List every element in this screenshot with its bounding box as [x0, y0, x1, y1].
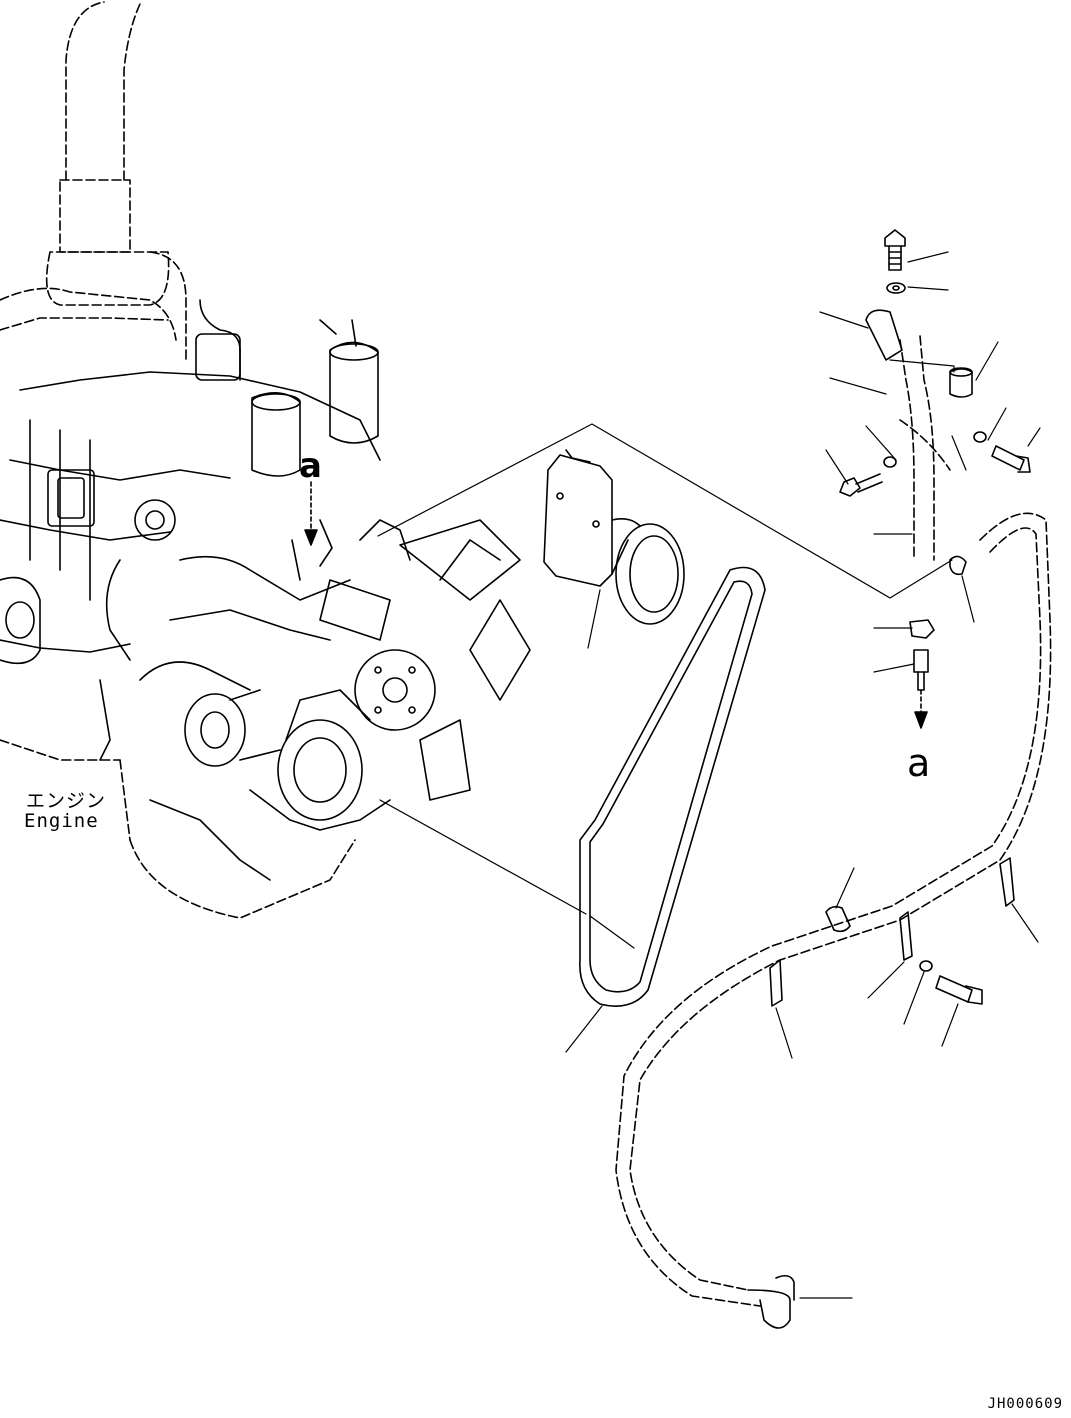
lower-spacer — [825, 905, 851, 933]
right-washer — [973, 431, 987, 443]
connection-marker-engine: a — [299, 446, 322, 486]
connection-marker-hose: a — [907, 741, 931, 785]
upper-washer — [886, 282, 906, 294]
exhaust-pipe — [45, 1, 187, 361]
hose-end-loop — [747, 1289, 791, 1329]
lower-clamp-1 — [769, 959, 783, 1007]
hose-arrowhead — [914, 711, 928, 729]
engine-arrowhead — [304, 529, 318, 546]
cooling-fan — [319, 519, 531, 801]
upper-clamp — [865, 309, 903, 361]
hose-fitting — [949, 555, 967, 576]
long-hose — [615, 512, 1052, 1307]
upper-bolt — [884, 229, 906, 271]
leader-lines — [565, 251, 1041, 1299]
lower-clamp-3 — [999, 857, 1015, 907]
hose-assembly — [615, 229, 1052, 1329]
right-bolt — [991, 445, 1031, 473]
engine-label-japanese: エンジン — [26, 790, 107, 812]
assembly-frame-lines — [377, 423, 953, 915]
v-belt — [579, 566, 766, 1007]
lower-washer — [919, 960, 933, 972]
hose-nut — [909, 619, 935, 639]
engine-assembly — [0, 1, 531, 919]
hose-nipple — [913, 649, 929, 673]
engine-label-english: Engine — [24, 810, 99, 832]
lower-bolt — [935, 975, 983, 1005]
left-washer — [883, 456, 897, 468]
document-code: JH000609 — [987, 1396, 1063, 1412]
lower-clamp-2 — [899, 911, 913, 961]
engine-body — [0, 299, 411, 881]
spacer — [949, 368, 973, 398]
compressor — [543, 449, 685, 625]
left-bolt — [839, 473, 883, 497]
